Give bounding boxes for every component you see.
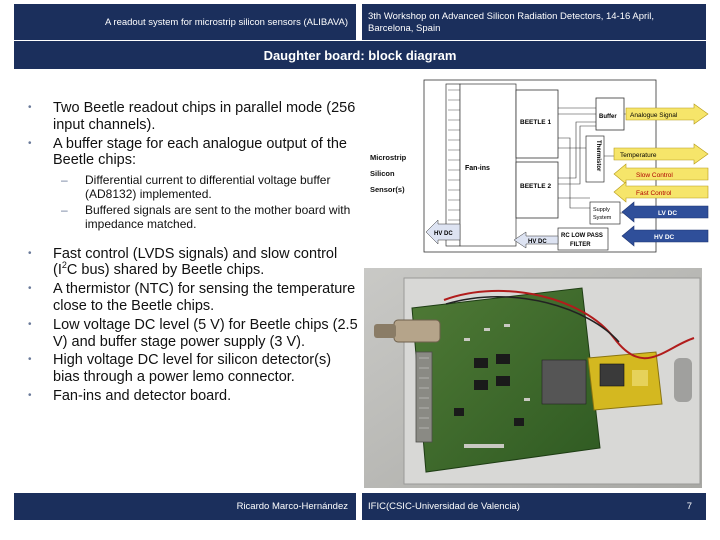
bullet-dot-icon: • [28,102,32,113]
sub-bullet-text: Differential current to differential vol… [85,173,331,201]
page-number: 7 [686,501,692,512]
superscript: 2 [61,260,67,271]
hv-dc-left-label: HV DC [434,231,453,237]
sub-bullet-item: – Differential current to differential vo… [28,173,360,201]
sensor-label: Microstrip [370,153,407,162]
sensor-label: Sensor(s) [370,185,405,194]
lemo-connector [393,319,441,343]
header-workshop-line1: 3th Workshop on Advanced Silicon Radiati… [368,11,655,22]
bullet-item: • Fan-ins and detector board. [28,388,360,405]
sensor-pad [632,370,648,386]
lv-dc-arrow [621,201,709,223]
bullet-text: High voltage DC level for silicon detect… [53,352,332,386]
black-cable [445,296,620,343]
thermistor-box [585,135,605,183]
board-outline [423,79,657,253]
bullet-item: • Low voltage DC level (5 V) for Beetle c… [28,317,360,351]
dash-icon: – [61,173,68,188]
beetle2-box [515,161,559,219]
bullet-item: • Two Beetle readout chips in parallel mo… [28,100,360,134]
bullet-text: Low voltage DC level (5 V) for Beetle ch… [53,316,358,350]
bullet-text: Two Beetle readout chips in parallel mod… [53,100,356,133]
hv-dc-in-arrow [621,225,709,247]
footer-author: Ricardo Marco-Hernández [14,493,356,520]
bullet-dot-icon: • [28,389,32,401]
analogue-signal-label: Analogue Signal [630,112,678,119]
bullet-dot-icon: • [28,137,32,149]
thermistor-label: Thermistor [595,140,601,172]
small-components [464,324,530,448]
hv-dc-left-arrow [425,219,461,245]
slide-title: Daughter board: block diagram [14,41,706,69]
buffer-box [595,97,625,131]
bullet-text-part: Fast control (LVDS signals) and slow con… [53,245,338,279]
analogue-signal-arrow [625,103,709,125]
bullet-item: • A buffer stage for each analogue output… [28,136,360,170]
footer-institution: IFIC(CSIC-Universidad de Valencia) [368,501,520,512]
input-lines [448,89,460,221]
sensor-chip [599,363,625,387]
footer-separator [357,493,361,520]
footer-right: IFIC(CSIC-Universidad de Valencia) 7 [362,493,706,520]
bullet-text: Fan-ins and detector board. [53,387,232,404]
header-workshop: 3th Workshop on Advanced Silicon Radiati… [362,4,706,40]
buffer-label: Buffer [599,114,617,120]
hv-dc-in-label: HV DC [654,234,675,241]
supply-label: Supply [593,207,610,213]
ribbon-connector [415,351,433,443]
chips [454,354,524,426]
fanins-label: Fan-ins [465,165,490,172]
detector-board [587,351,663,411]
connector-pins [419,357,429,429]
bullet-dot-icon: • [28,318,32,330]
plate-slot [674,358,692,402]
slow-control-label: Slow Control [636,172,673,179]
lv-dc-label: LV DC [658,210,677,217]
sensor-label: Silicon [370,169,395,178]
header-workshop-line2: Barcelona, Spain [368,23,441,34]
daughter-board-photo [364,268,702,488]
header-separator [357,4,361,40]
bullet-text-part: C bus) shared by Beetle chips. [66,262,265,279]
fast-control-label: Fast Control [636,190,672,197]
sub-bullet-item: – Buffered signals are sent to the mother… [28,204,360,231]
fanins-box [459,83,517,247]
bullet-item: • High voltage DC level for silicon detec… [28,352,360,386]
hv-dc-mid-label: HV DC [528,239,547,245]
supply-label: System [593,215,612,221]
filter-label: FILTER [570,242,591,248]
lemo-tip [374,324,396,338]
sub-bullet-text: Buffered signals are sent to the mother … [85,203,351,231]
bullet-dot-icon: • [28,354,32,366]
bullet-text: Fast control (LVDS signals) and slow con… [53,246,337,279]
bullet-text: A thermistor (NTC) for sensing the tempe… [53,281,356,314]
bullet-dot-icon: • [28,283,32,295]
header-talk-title: A readout system for microstrip silicon … [14,4,356,40]
block-diagram: Microstrip Silicon Sensor(s) Fan-ins BEE… [370,79,709,253]
filter-label: RC LOW PASS [561,233,603,239]
slow-control-arrow [613,163,709,185]
bullet-text: A buffer stage for each analogue output … [53,135,347,169]
fast-control-arrow [613,181,709,203]
beetle1-box [515,89,559,159]
hv-dc-mid-arrow [513,231,559,249]
temperature-label: Temperature [620,152,657,159]
connector-strip [445,83,461,247]
bullet-item: • Fast control (LVDS signals) and slow co… [28,246,360,280]
dash-icon: – [61,203,68,218]
beetle2-label: BEETLE 2 [520,183,551,190]
temperature-arrow [613,143,709,165]
bullet-list: • Two Beetle readout chips in parallel mo… [28,100,360,407]
bullet-dot-icon: • [28,247,32,259]
beetle1-label: BEETLE 1 [520,119,551,126]
bullet-item: • A thermistor (NTC) for sensing the temp… [28,281,360,315]
beetle-chip-area [541,359,587,405]
